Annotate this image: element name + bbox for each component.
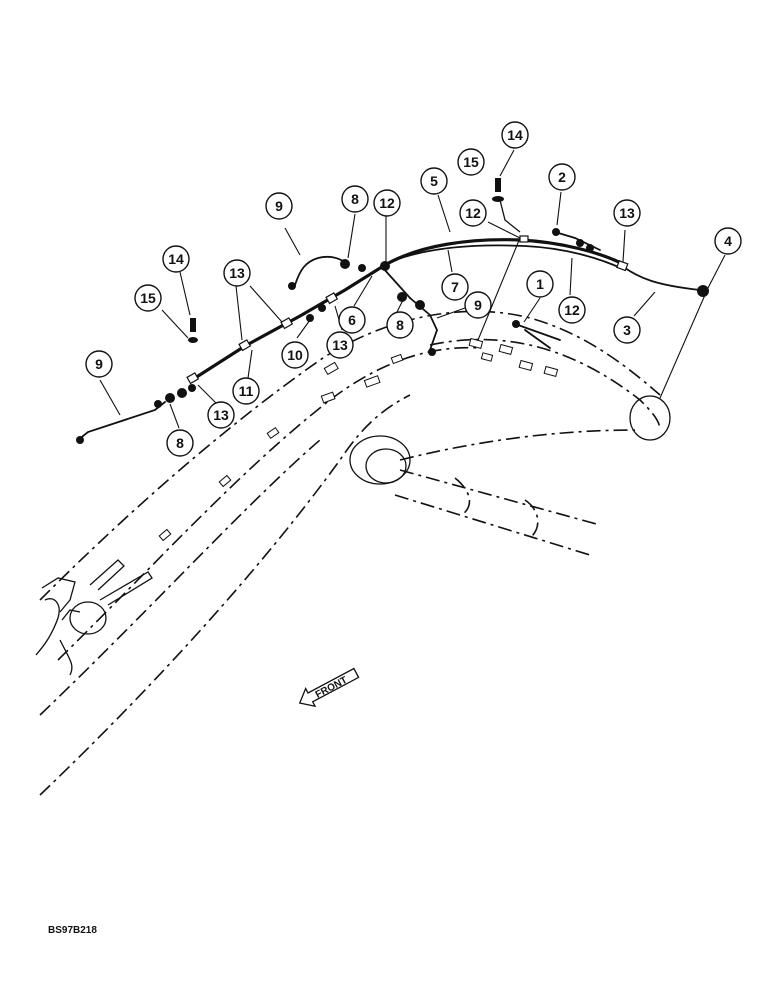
callout-12-low[interactable]: 12 xyxy=(558,296,586,324)
svg-text:10: 10 xyxy=(287,347,303,363)
callout-5[interactable]: 5 xyxy=(420,167,448,195)
svg-text:2: 2 xyxy=(558,169,566,185)
callout-8-left[interactable]: 8 xyxy=(166,429,194,457)
boom-pivot xyxy=(69,395,671,635)
callout-15-left[interactable]: 15 xyxy=(134,284,162,312)
callout-9-right[interactable]: 9 xyxy=(464,291,492,319)
svg-text:13: 13 xyxy=(619,205,635,221)
callout-7[interactable]: 7 xyxy=(441,273,469,301)
svg-text:5: 5 xyxy=(430,173,438,189)
svg-text:14: 14 xyxy=(168,251,184,267)
callout-13-mid[interactable]: 13 xyxy=(326,331,354,359)
callout-12-top[interactable]: 12 xyxy=(373,189,401,217)
svg-text:4: 4 xyxy=(724,233,732,249)
boom-outline xyxy=(39,310,661,796)
svg-text:8: 8 xyxy=(351,191,359,207)
callout-13-right[interactable]: 13 xyxy=(613,199,641,227)
svg-text:13: 13 xyxy=(332,337,348,353)
callout-4[interactable]: 4 xyxy=(714,227,742,255)
boom-foot-bracket xyxy=(35,559,153,676)
svg-text:15: 15 xyxy=(463,154,479,170)
boom-slots xyxy=(158,337,559,542)
callout-9-top[interactable]: 9 xyxy=(265,192,293,220)
svg-text:12: 12 xyxy=(465,205,481,221)
callouts: 1 2 3 4 5 6 7 8 8 8 9 9 9 10 11 12 12 12… xyxy=(85,121,742,457)
callout-3[interactable]: 3 xyxy=(613,316,641,344)
leader-lines xyxy=(99,149,726,429)
callout-9-left[interactable]: 9 xyxy=(85,350,113,378)
callout-1[interactable]: 1 xyxy=(526,270,554,298)
svg-text:11: 11 xyxy=(239,383,254,399)
callout-14-left[interactable]: 14 xyxy=(162,245,190,273)
svg-text:8: 8 xyxy=(176,435,184,451)
callout-14-right[interactable]: 14 xyxy=(501,121,529,149)
svg-text:3: 3 xyxy=(623,322,631,338)
callout-12-mid[interactable]: 12 xyxy=(459,199,487,227)
harness xyxy=(76,178,709,444)
callout-8-top[interactable]: 8 xyxy=(341,185,369,213)
svg-text:14: 14 xyxy=(507,127,523,143)
svg-text:15: 15 xyxy=(140,290,156,306)
svg-text:13: 13 xyxy=(213,407,229,423)
callout-10[interactable]: 10 xyxy=(281,341,309,369)
callout-8-mid[interactable]: 8 xyxy=(386,311,414,339)
svg-text:9: 9 xyxy=(95,356,103,372)
svg-text:8: 8 xyxy=(396,317,404,333)
front-arrow: FRONT xyxy=(298,667,360,708)
callout-2[interactable]: 2 xyxy=(548,163,576,191)
svg-text:9: 9 xyxy=(275,198,283,214)
svg-text:1: 1 xyxy=(536,276,544,292)
callout-13-pair[interactable]: 13 xyxy=(223,259,251,287)
figure-code: BS97B218 xyxy=(48,925,97,936)
svg-text:12: 12 xyxy=(564,302,580,318)
front-label: FRONT xyxy=(314,675,350,701)
svg-text:13: 13 xyxy=(229,265,245,281)
callout-13-low[interactable]: 13 xyxy=(207,401,235,429)
callout-6[interactable]: 6 xyxy=(338,306,366,334)
svg-text:12: 12 xyxy=(379,195,395,211)
callout-15-right[interactable]: 15 xyxy=(457,148,485,176)
svg-text:7: 7 xyxy=(451,279,459,295)
svg-text:6: 6 xyxy=(348,312,356,328)
callout-11[interactable]: 11 xyxy=(232,377,260,405)
svg-text:9: 9 xyxy=(474,297,482,313)
